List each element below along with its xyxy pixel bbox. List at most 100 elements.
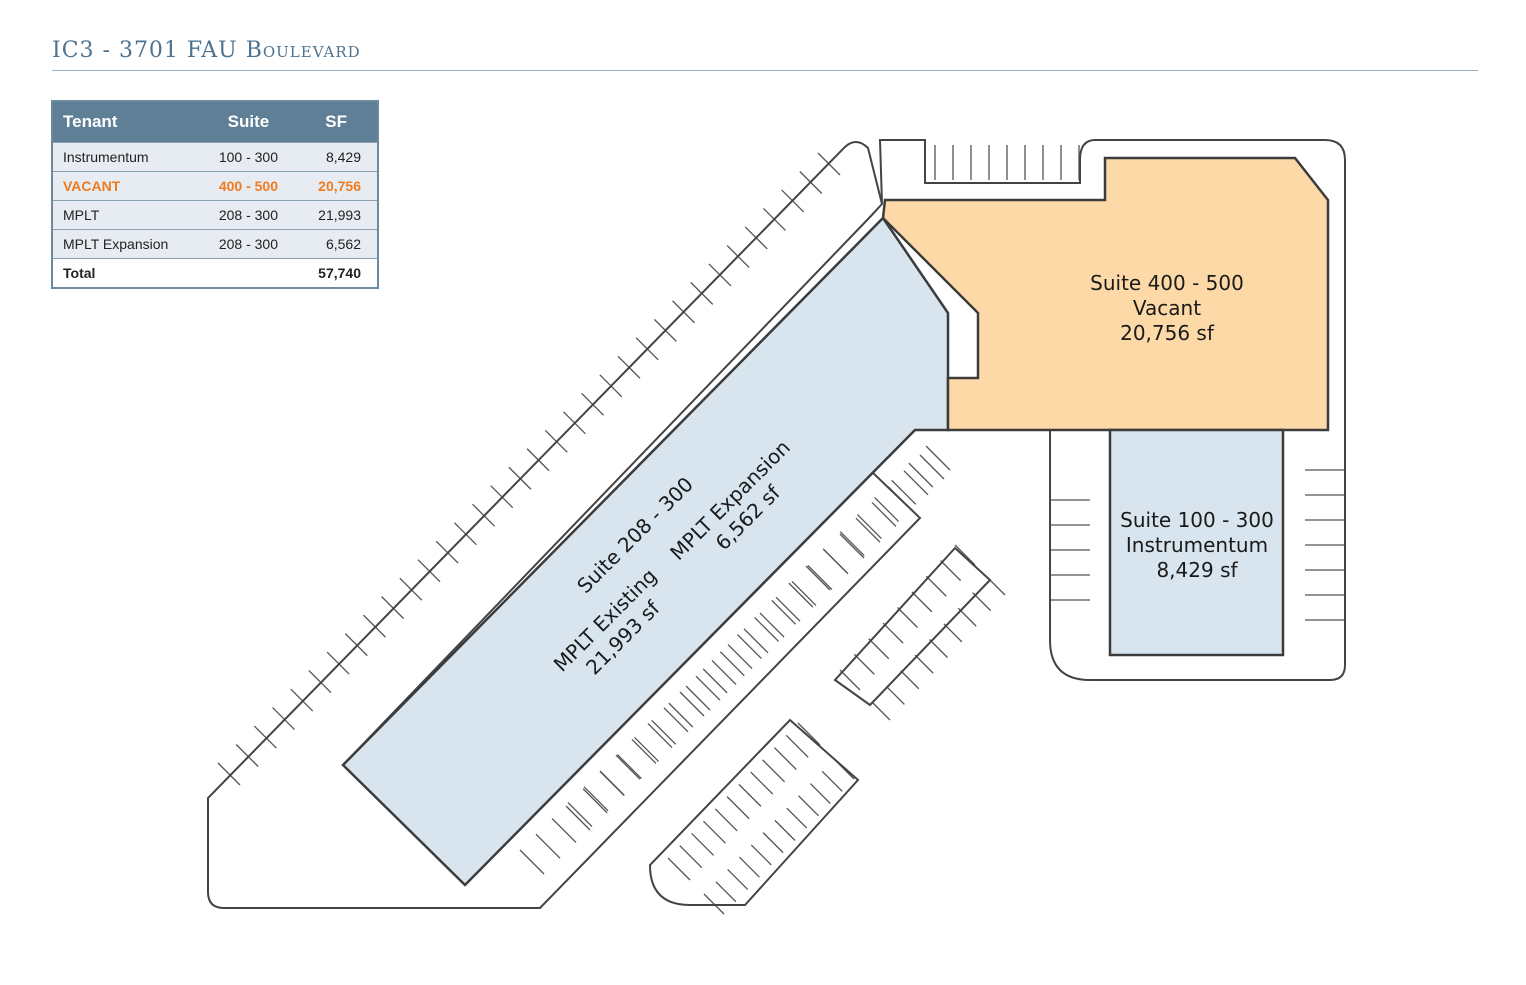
column-header-suite: Suite (201, 101, 296, 143)
parking-stall-line (567, 802, 593, 828)
parking-stall-line (726, 796, 750, 820)
sf-cell: 6,562 (295, 229, 378, 259)
parking-stall-line (897, 607, 918, 628)
parking-stall-line (235, 744, 259, 767)
parking-stall-line (583, 786, 609, 812)
parking-stall-line (582, 788, 608, 814)
parking-stall-line (616, 754, 642, 780)
parking-stall-line (853, 653, 875, 675)
parking-stall-line (791, 580, 817, 606)
parking-stall-line (634, 736, 660, 762)
parking-stall-line (788, 582, 814, 608)
parking-stall-line (727, 868, 749, 890)
parking-stall-line (551, 817, 577, 843)
parking-stall-line (679, 691, 705, 717)
total-label: Total (52, 258, 202, 288)
parking-stall-line (738, 783, 762, 807)
parking-stall-line (839, 531, 865, 557)
parking-stall-line (663, 707, 689, 733)
parking-stall-line (882, 622, 904, 644)
suite-400-label-line2: Vacant (1133, 296, 1201, 320)
parking-stall-line (308, 670, 332, 694)
parking-stall-line (771, 599, 797, 625)
parking-stall-line (839, 669, 861, 691)
parking-stall-line (702, 820, 726, 844)
parking-stall-line (743, 628, 769, 654)
parking-stall-line (822, 548, 848, 574)
site-outline-parking-lower (648, 718, 860, 906)
site-outline-right (878, 139, 1346, 681)
parking-stall-line (919, 454, 945, 480)
parking-stall-line (714, 808, 738, 832)
parking-stall-line (762, 832, 784, 854)
suite-400-label-line3: 20,756 sf (1120, 321, 1215, 345)
sf-cell: 8,429 (295, 142, 378, 172)
parking-stall-line (685, 685, 711, 711)
suite-100-label-line2: Instrumentum (1126, 533, 1268, 557)
suite-cell: 400 - 500 (201, 171, 296, 201)
parking-stall-line (290, 688, 314, 712)
parking-stall-line (691, 832, 715, 856)
parking-stall-line (914, 654, 934, 674)
parking-stall-line (253, 725, 277, 749)
suite-cell: 100 - 300 (201, 142, 296, 172)
title-divider (52, 70, 1478, 71)
parking-stall-line (954, 544, 976, 566)
parking-stall-line (362, 614, 386, 638)
site-outline-parking-mid (833, 546, 992, 707)
parking-stall-line (727, 644, 753, 670)
parking-stall-line (809, 783, 831, 805)
parking-stall-line (929, 639, 948, 658)
parking-stall-line (807, 565, 833, 591)
parking-stall-line (773, 747, 797, 771)
parking-stall-line (702, 668, 728, 694)
parking-stall-line (885, 685, 905, 705)
column-header-tenant: Tenant (52, 101, 202, 143)
parking-stall-line (719, 651, 745, 677)
parking-stall-line (519, 849, 545, 875)
table-row: MPLT Expansion 208 - 300 6,562 (52, 229, 378, 259)
parking-stall-line (774, 819, 796, 841)
parking-stall-line (805, 565, 831, 591)
tenant-cell: MPLT (52, 200, 202, 230)
parking-stall-line (599, 771, 625, 797)
total-sf: 57,740 (295, 258, 378, 288)
parking-stall-line (667, 857, 691, 881)
parking-stall-line (535, 833, 561, 859)
parking-stall-line (344, 633, 368, 657)
suite-cell: 208 - 300 (201, 229, 296, 259)
parking-stall-line (908, 462, 934, 488)
parking-stall-line (911, 591, 933, 613)
parking-stall-line (900, 670, 920, 690)
table-total-row: Total 57,740 (52, 258, 378, 288)
parking-stall-line (715, 881, 737, 903)
parking-stall-line (754, 616, 780, 642)
parking-stall-line (856, 514, 882, 540)
parking-stall-line (925, 445, 951, 471)
parking-stall-line (785, 734, 809, 758)
parking-stall-line (775, 596, 801, 622)
parking-stall-line (762, 759, 786, 783)
parking-stall-line (925, 575, 947, 597)
sf-cell: 21,993 (295, 200, 378, 230)
parking-stall-line (565, 805, 591, 831)
table-row: MPLT 208 - 300 21,993 (52, 200, 378, 230)
parking-stall-line (821, 770, 843, 792)
parking-stall-line (695, 675, 721, 701)
parking-stall-line (615, 754, 641, 780)
parking-stall-line (750, 844, 772, 866)
tenant-cell: Instrumentum (52, 142, 202, 172)
parking-stall-line (891, 479, 917, 505)
parking-stall-line (651, 719, 677, 745)
parking-stall-line (940, 560, 962, 582)
parking-stall-line (668, 702, 694, 728)
parking-stall-line (399, 577, 423, 601)
parking-stall-line (381, 596, 405, 620)
total-suite-cell (201, 258, 296, 288)
page-title: IC3 - 3701 FAU Boulevard (52, 38, 361, 63)
suite-400-500-area (881, 156, 1330, 432)
parking-stall-line (874, 496, 900, 522)
parking-stall-line (855, 517, 881, 543)
parking-stall-line (868, 638, 890, 660)
